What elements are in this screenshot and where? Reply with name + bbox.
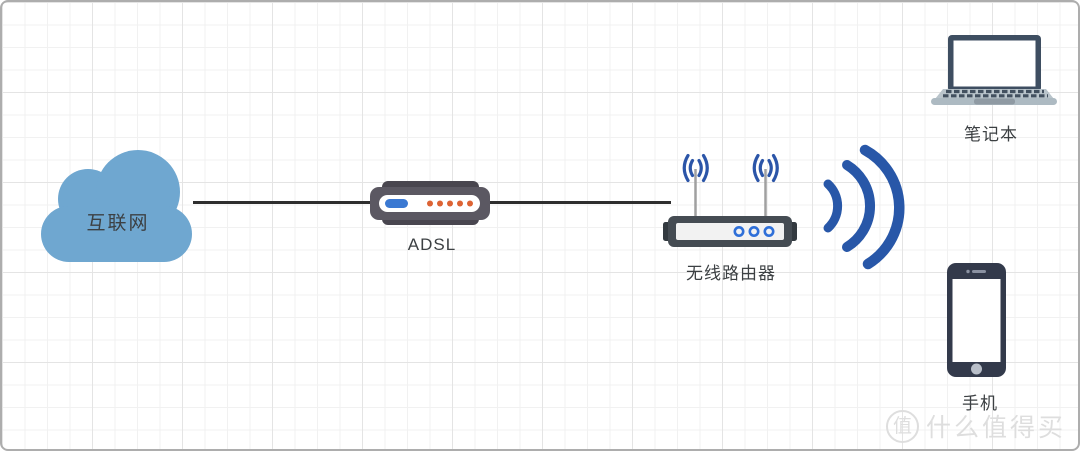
laptop-trackpad [974, 98, 1015, 105]
phone-label: 手机 [962, 394, 998, 413]
internet-label: 互联网 [86, 213, 150, 234]
watermark-text: 什么值得买 [925, 414, 1066, 442]
phone-home-button [971, 363, 982, 375]
smartphone-icon [947, 263, 1006, 377]
adsl-modem-icon [370, 181, 490, 225]
modem-led-dots [427, 200, 473, 207]
wireless-router-icon [663, 153, 797, 247]
router-led-rings [733, 226, 775, 238]
adsl-label: ADSL [407, 235, 457, 254]
laptop-label: 笔记本 [964, 125, 1018, 144]
router-label: 无线路由器 [686, 264, 776, 283]
internet-cloud-icon [41, 150, 192, 262]
smzdm-badge-icon: 值 [885, 409, 919, 443]
modem-led-bar [385, 199, 408, 208]
watermark: 值 什么值得买 [885, 408, 1066, 444]
wifi-waves-icon [823, 144, 905, 270]
laptop-icon [931, 35, 1057, 105]
antenna-signal-icon [682, 153, 779, 183]
